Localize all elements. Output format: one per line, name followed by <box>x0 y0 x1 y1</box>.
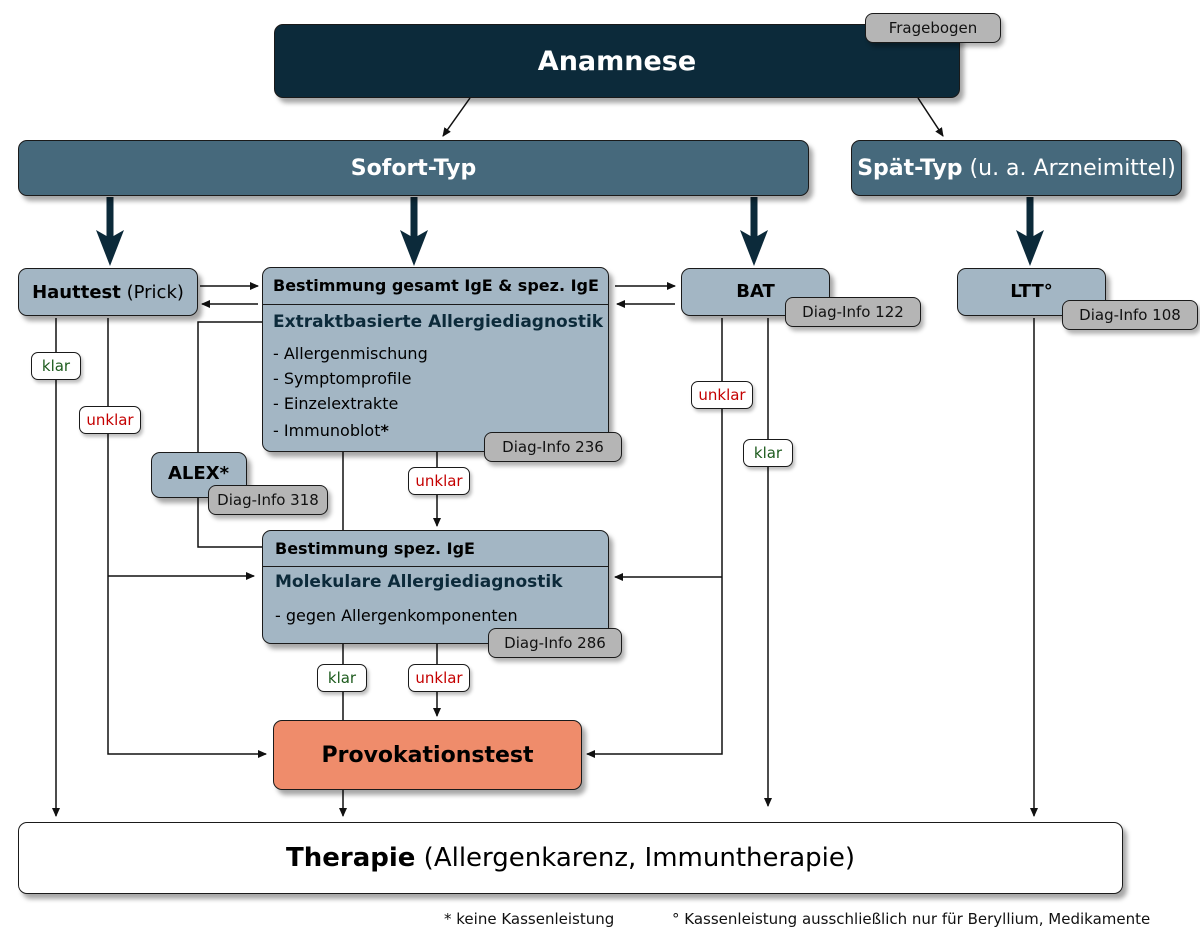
spaet-typ-box: Spät-Typ (u. a. Arzneimittel) <box>851 140 1182 196</box>
list-item: - Immunoblot <box>273 421 381 440</box>
spaet-typ-title: Spät-Typ <box>857 155 963 181</box>
therapie-box: Therapie (Allergenkarenz, Immuntherapie) <box>18 822 1123 894</box>
unklar-label: unklar <box>79 406 141 434</box>
diag-info-label: Diag-Info 108 <box>1079 306 1181 324</box>
unklar-label: unklar <box>408 467 470 495</box>
bestimmung-gesamt-box: Bestimmung gesamt IgE & spez. IgE Extrak… <box>262 267 609 452</box>
diag-info-122-badge[interactable]: Diag-Info 122 <box>785 297 921 327</box>
hauttest-title: Hauttest <box>32 281 121 303</box>
klar-label: klar <box>317 664 367 692</box>
list-item: - Symptomprofile <box>273 369 412 388</box>
fragebogen-label: Fragebogen <box>888 19 978 37</box>
diag-info-236-badge[interactable]: Diag-Info 236 <box>484 432 622 462</box>
diag-info-286-badge[interactable]: Diag-Info 286 <box>488 628 622 658</box>
diag-info-108-badge[interactable]: Diag-Info 108 <box>1062 300 1198 330</box>
bestimmung-gesamt-header: Bestimmung gesamt IgE & spez. IgE <box>273 276 599 295</box>
alex-title: ALEX* <box>168 463 229 484</box>
diag-info-label: Diag-Info 236 <box>502 438 604 456</box>
diag-info-318-badge[interactable]: Diag-Info 318 <box>208 485 328 515</box>
sofort-typ-box: Sofort-Typ <box>18 140 809 196</box>
therapie-suffix: (Allergenkarenz, Immuntherapie) <box>423 843 855 873</box>
divider <box>263 566 608 567</box>
klar-label: klar <box>31 352 81 380</box>
diag-info-label: Diag-Info 318 <box>217 491 319 509</box>
fragebogen-badge[interactable]: Fragebogen <box>865 13 1001 43</box>
divider <box>263 304 608 305</box>
provokationstest-box: Provokationstest <box>273 720 582 790</box>
list-item: - gegen Allergenkomponenten <box>275 606 518 625</box>
hauttest-suffix: (Prick) <box>126 281 184 303</box>
unklar-label: unklar <box>408 664 470 692</box>
bestimmung-spez-header: Bestimmung spez. IgE <box>275 539 475 558</box>
ltt-title: LTT° <box>1010 281 1053 302</box>
list-item: - Allergenmischung <box>273 344 428 363</box>
diag-info-label: Diag-Info 286 <box>504 634 606 652</box>
unklar-label: unklar <box>691 381 753 409</box>
bestimmung-spez-box: Bestimmung spez. IgE Molekulare Allergie… <box>262 530 609 644</box>
therapie-title: Therapie <box>286 843 416 873</box>
hauttest-box: Hauttest (Prick) <box>18 268 198 316</box>
asterisk-mark: * <box>380 421 389 440</box>
klar-label: klar <box>743 439 793 467</box>
bat-title: BAT <box>736 281 775 302</box>
list-item: - Einzelextrakte <box>273 394 399 413</box>
footnote-asterisk: * keine Kassenleistung <box>444 910 615 928</box>
bestimmung-spez-subheader: Molekulare Allergiediagnostik <box>275 572 563 592</box>
bestimmung-gesamt-subheader: Extraktbasierte Allergiediagnostik <box>273 312 604 332</box>
diag-info-label: Diag-Info 122 <box>802 303 904 321</box>
anamnese-title: Anamnese <box>537 45 697 77</box>
spaet-typ-suffix: (u. a. Arzneimittel) <box>969 155 1176 181</box>
provokationstest-title: Provokationstest <box>321 742 534 768</box>
anamnese-box: Anamnese <box>274 24 960 98</box>
footnote-degree: ° Kassenleistung ausschließlich nur für … <box>672 910 1151 928</box>
sofort-typ-title: Sofort-Typ <box>350 155 477 181</box>
